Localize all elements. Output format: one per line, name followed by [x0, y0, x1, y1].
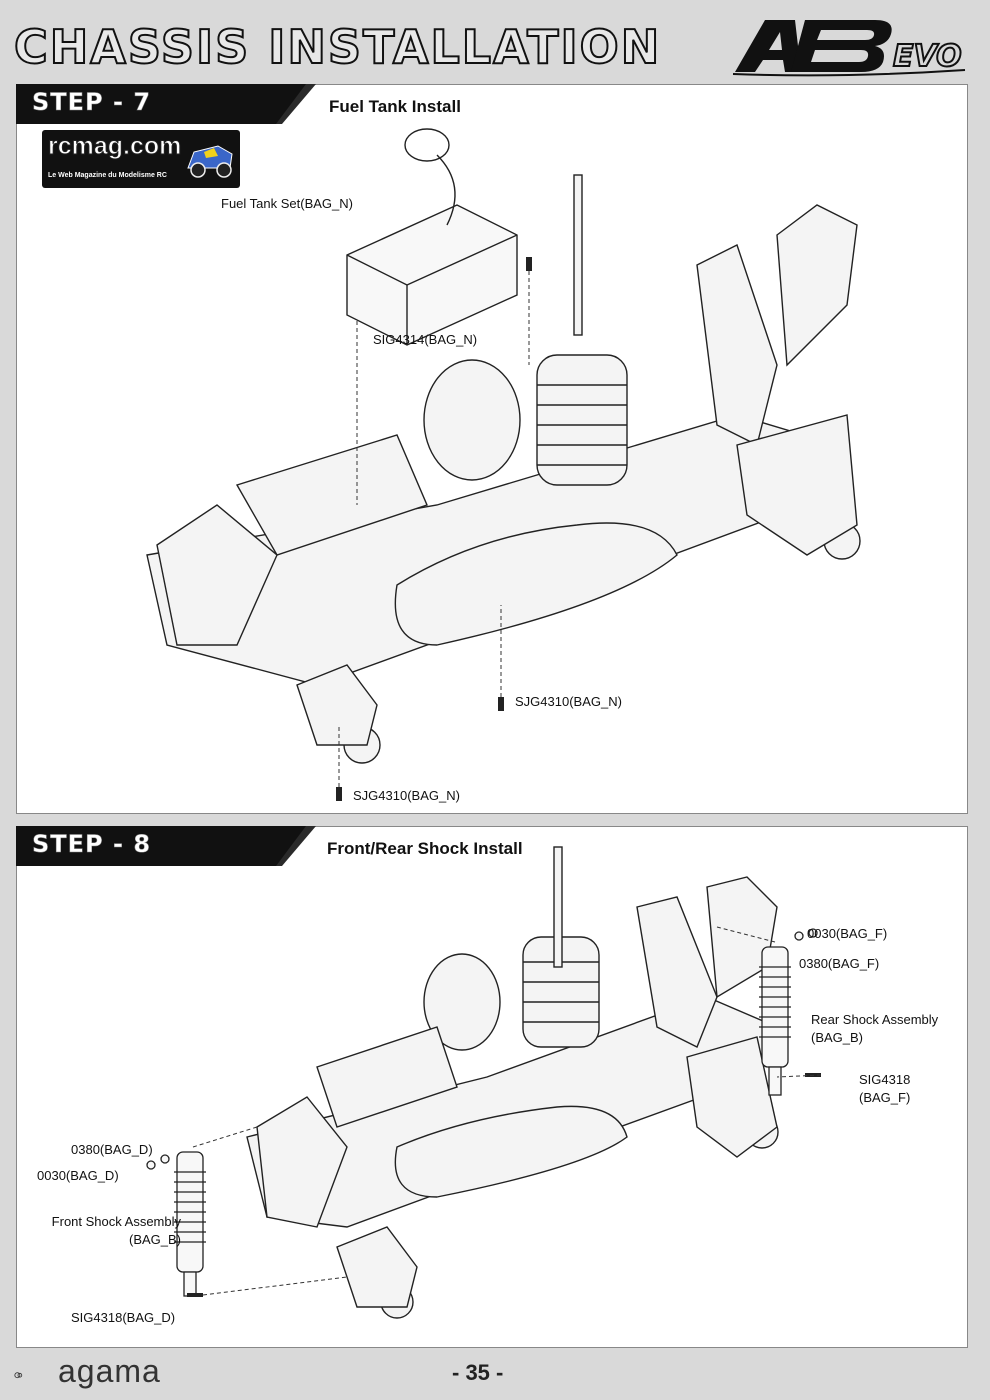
callout-fuel-tank-set: Fuel Tank Set(BAG_N)	[221, 196, 353, 211]
agama-brand: agama	[58, 1353, 161, 1389]
step-7-label: STEP - 7	[32, 88, 152, 116]
callout-rear-shock-bag: (BAG_B)	[811, 1030, 864, 1045]
a8-evo-logo: EVO	[732, 20, 966, 77]
rcmag-site: rcmag.com	[47, 132, 182, 161]
callout-sig4318-rear-bag: (BAG_F)	[859, 1090, 911, 1105]
callout-0380-bag-f: 0380(BAG_F)	[799, 956, 880, 971]
step-8-panel: STEP - 8 Front/Rear Shock Install	[16, 826, 968, 1348]
callout-front-shock-assembly: Front Shock Assembly	[51, 1214, 181, 1229]
callout-sjg4310-middle: SJG4310(BAG_N)	[515, 694, 622, 709]
step-8-label: STEP - 8	[32, 830, 152, 858]
callout-sig4318-rear: SIG4318	[859, 1072, 911, 1087]
step-8-header-bar: STEP - 8	[16, 826, 316, 866]
svg-text:EVO: EVO	[893, 39, 962, 74]
rc-car-icon	[187, 145, 233, 178]
agama-logo-icon	[14, 1372, 23, 1379]
callout-sig4318-front: SIG4318(BAG_D)	[71, 1310, 176, 1325]
page-number: - 35 -	[452, 1360, 504, 1385]
step-8-title: Front/Rear Shock Install	[327, 839, 523, 858]
page-title: CHASSIS INSTALLATION	[13, 19, 662, 75]
callout-sig4314: SIG4314(BAG_N)	[373, 332, 478, 347]
step-7-panel: STEP - 7 Fuel Tank Install	[16, 84, 968, 814]
step-7-title: Fuel Tank Install	[329, 97, 461, 116]
callout-0030-bag-d: 0030(BAG_D)	[37, 1168, 119, 1183]
rcmag-tagline: Le Web Magazine du Modelisme RC	[48, 172, 167, 179]
callout-front-shock-bag: (BAG_B)	[128, 1232, 181, 1247]
step-7-header-bar: STEP - 7	[16, 84, 316, 124]
step-8-tab: STEP - 8	[16, 826, 306, 866]
callout-sjg4310-bottom: SJG4310(BAG_N)	[353, 788, 460, 803]
callout-0030-bag-f: 0030(BAG_F)	[807, 926, 888, 941]
callout-0380-bag-d: 0380(BAG_D)	[71, 1142, 153, 1157]
step-7-tab: STEP - 7	[16, 84, 306, 124]
rcmag-watermark: rcmag.com Le Web Magazine du Modelisme R…	[42, 130, 240, 188]
callout-rear-shock-assembly: Rear Shock Assembly	[811, 1012, 939, 1027]
step-7-chassis-diagram	[146, 128, 861, 801]
step-8-chassis-diagram	[146, 846, 822, 1319]
